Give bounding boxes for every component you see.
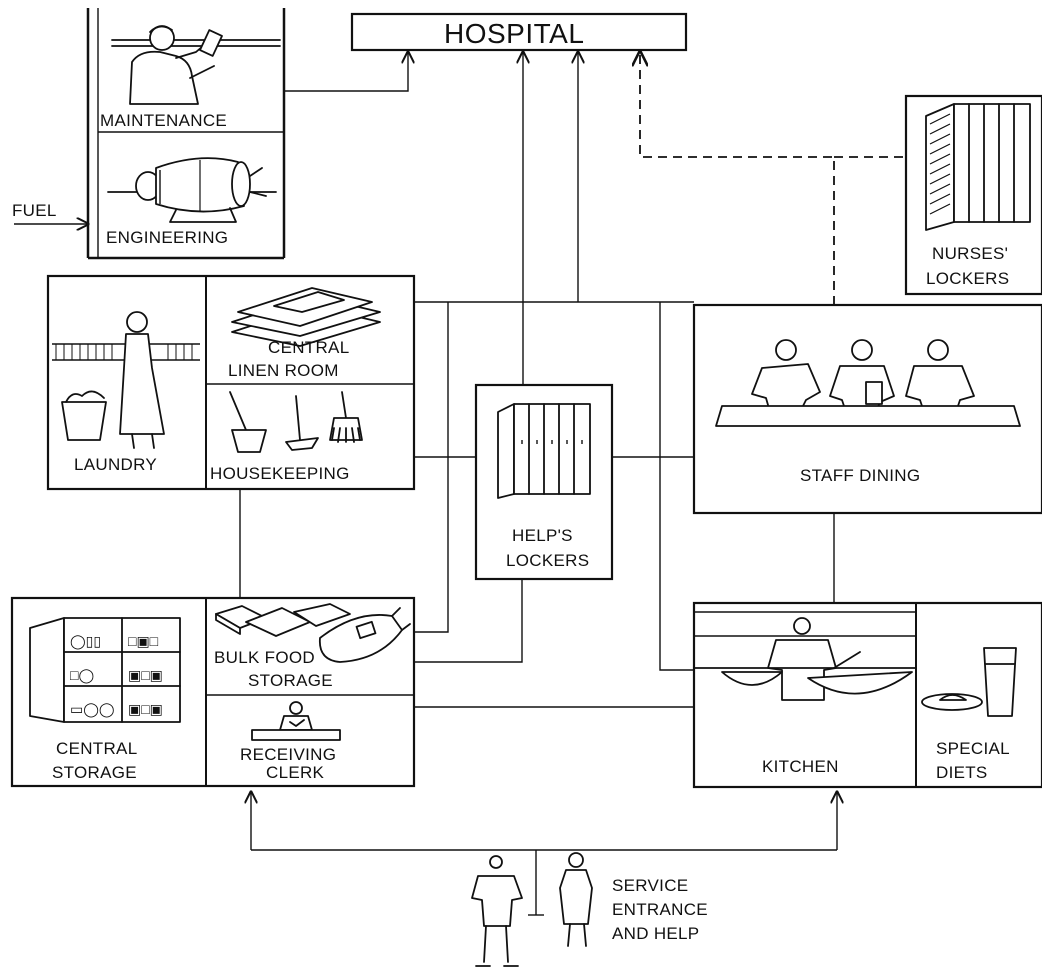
central-storage-label-2: STORAGE: [52, 763, 137, 782]
laundry-label: LAUNDRY: [74, 455, 157, 474]
helps-lockers-box: HELP'S LOCKERS: [476, 385, 612, 579]
nurses-lockers-box: NURSES' LOCKERS: [906, 96, 1042, 294]
fuel-label: FUEL: [12, 201, 57, 220]
central-storage-label-1: CENTRAL: [56, 739, 137, 758]
kitchen-label: KITCHEN: [762, 757, 839, 776]
service-label-1: SERVICE: [612, 876, 688, 895]
staff-dining-box: STAFF DINING: [694, 305, 1042, 513]
laundry-linen-housekeeping-box: LAUNDRY CENTRAL LINEN ROOM HOUSEKEEPING: [48, 276, 414, 489]
nurses-lockers-label-1: NURSES': [932, 244, 1008, 263]
engine-generator-icon: [108, 158, 276, 222]
service-entrance: SERVICE ENTRANCE AND HELP: [472, 853, 708, 966]
helps-lockers-label-2: LOCKERS: [506, 551, 589, 570]
service-label-2: ENTRANCE: [612, 900, 708, 919]
housekeeping-label: HOUSEKEEPING: [210, 464, 350, 483]
bulk-food-label-1: BULK FOOD: [214, 648, 315, 667]
svg-text:▣□▣: ▣□▣: [128, 701, 163, 717]
service-people-icon: [472, 853, 592, 966]
special-diets-label-2: DIETS: [936, 763, 988, 782]
nurses-lockers-label-2: LOCKERS: [926, 269, 1009, 288]
maintenance-worker-icon: [112, 26, 280, 104]
engineering-label: ENGINEERING: [106, 228, 228, 247]
central-linen-label-2: LINEN ROOM: [228, 361, 339, 380]
svg-text:▣□▣: ▣□▣: [128, 667, 163, 683]
svg-text:□▣□: □▣□: [128, 633, 159, 649]
helps-lockers-label-1: HELP'S: [512, 526, 573, 545]
svg-text:□◯: □◯: [70, 667, 94, 684]
svg-text:◯▯▯: ◯▯▯: [70, 633, 101, 650]
special-diets-label-1: SPECIAL: [936, 739, 1010, 758]
svg-text:▭◯◯: ▭◯◯: [70, 701, 115, 718]
storage-receiving-box: ◯▯▯ □▣□ □◯ ▣□▣ ▭◯◯ ▣□▣ CENTRAL STORAGE B…: [12, 598, 414, 786]
staff-dining-label: STAFF DINING: [800, 466, 920, 485]
receiving-clerk-label-1: RECEIVING: [240, 745, 336, 764]
hospital-label: HOSPITAL: [444, 18, 584, 49]
lockers-icon: [498, 404, 590, 498]
maintenance-label: MAINTENANCE: [100, 111, 227, 130]
hospital-box: HOSPITAL: [352, 14, 686, 50]
maintenance-engineering-box: MAINTENANCE ENGINEERING: [88, 8, 284, 258]
storage-shelves-icon: ◯▯▯ □▣□ □◯ ▣□▣ ▭◯◯ ▣□▣: [30, 618, 180, 722]
lockers-icon: [926, 104, 1030, 230]
bulk-food-label-2: STORAGE: [248, 671, 333, 690]
receiving-clerk-label-2: CLERK: [266, 763, 325, 782]
central-linen-label-1: CENTRAL: [268, 338, 349, 357]
kitchen-special-diets-box: KITCHEN SPECIAL DIETS: [694, 603, 1042, 787]
service-label-3: AND HELP: [612, 924, 699, 943]
